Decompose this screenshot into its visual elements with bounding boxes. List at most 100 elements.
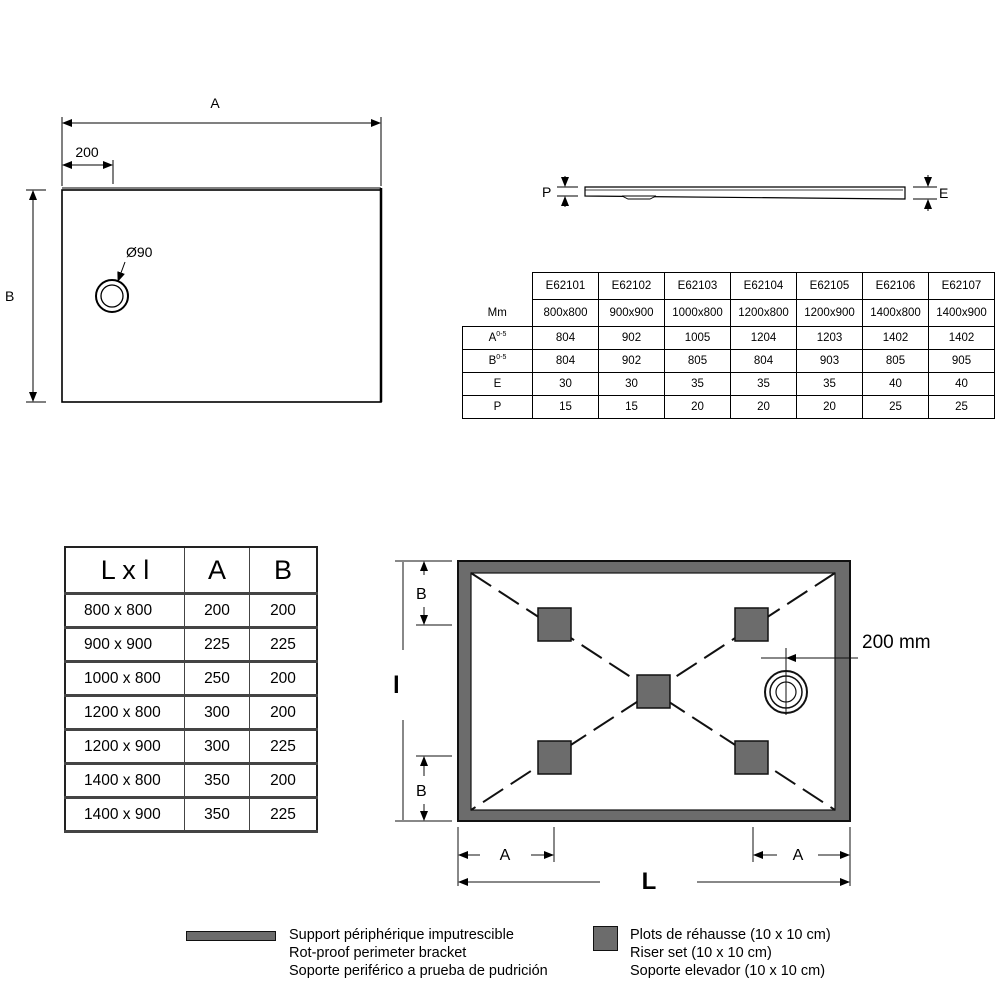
table-cell: 1400x800: [862, 299, 929, 327]
table-cell: 200: [249, 695, 318, 731]
table-row: 1200 x 800 300 200: [64, 695, 318, 731]
table-cell: 40: [862, 372, 929, 396]
row-label: P: [462, 395, 533, 419]
legend-riser-text: Plots de réhausse (10 x 10 cm) Riser set…: [630, 926, 831, 980]
table-cell: 30: [532, 372, 599, 396]
table-cell: 15: [532, 395, 599, 419]
frame-plan-view: 200 mm l B B A A L: [393, 560, 931, 895]
profile-label-e: E: [939, 185, 948, 201]
riser-pad: [636, 674, 671, 709]
table-cell: 1200x900: [796, 299, 863, 327]
tolerance-bottom: -5: [500, 354, 507, 362]
legend-line: Soporte elevador (10 x 10 cm): [630, 963, 826, 979]
profile-label-p: P: [542, 184, 551, 200]
legend-riser-swatch: [593, 926, 618, 951]
table-cell: 200: [249, 661, 318, 697]
table-row: 1400 x 900 350 225: [64, 797, 318, 833]
table-cell: 805: [862, 349, 929, 373]
riser-pad: [734, 607, 769, 642]
table-cell: 225: [249, 729, 318, 765]
table-row: 800 x 800 200 200: [64, 593, 318, 629]
table-row: A0-5 804 902 1005 1204 1203 1402 1402: [462, 326, 995, 350]
table-cell: 20: [730, 395, 797, 419]
tray-plan-view: A 200 B Ø90: [5, 95, 383, 403]
table-cell: 1400 x 900: [64, 797, 185, 833]
table-cell: 40: [928, 372, 995, 396]
table-cell: 200: [249, 593, 318, 629]
table-cell: 35: [730, 372, 797, 396]
table-cell: 905: [928, 349, 995, 373]
table-cell: 225: [249, 797, 318, 833]
table-cell: 30: [598, 372, 665, 396]
table-cell: 900 x 900: [64, 627, 185, 663]
table-cell: 350: [184, 797, 250, 833]
drain-icon: [95, 279, 129, 313]
legend-bracket-swatch: [186, 931, 276, 941]
drain-diameter-label: Ø90: [126, 244, 153, 260]
table-row: 1400 x 800 350 200: [64, 763, 318, 799]
table-cell: 300: [184, 695, 250, 731]
riser-pad: [734, 740, 769, 775]
table-header-cell: E62102: [598, 272, 665, 300]
table-cell: 804: [730, 349, 797, 373]
table-cell: 800x800: [532, 299, 599, 327]
riser-pad: [537, 607, 572, 642]
table-cell: 804: [532, 326, 599, 350]
table-header-cell: E62101: [532, 272, 599, 300]
legend-line: Rot-proof perimeter bracket: [289, 945, 467, 961]
row-label: B0-5: [462, 349, 533, 373]
table-header-cell: B: [249, 546, 318, 595]
table-cell: 902: [598, 326, 665, 350]
table-cell: 1200x800: [730, 299, 797, 327]
table-row: B0-5 804 902 805 804 903 805 905: [462, 349, 995, 373]
table-cell: 1005: [664, 326, 731, 350]
table-cell: 805: [664, 349, 731, 373]
table-cell: 1000x800: [664, 299, 731, 327]
riser-pad: [537, 740, 572, 775]
table-cell: 903: [796, 349, 863, 373]
table-row: E 30 30 35 35 35 40 40: [462, 372, 995, 396]
table-row: 1200 x 900 300 225: [64, 729, 318, 765]
table-header-cell: E62105: [796, 272, 863, 300]
dimension-label-l-small: l: [393, 672, 400, 699]
table-row: 900 x 900 225 225: [64, 627, 318, 663]
legend-bracket-text: Support périphérique imputrescible Rot-p…: [289, 926, 548, 980]
table-cell: 15: [598, 395, 665, 419]
table-cell: 1200 x 900: [64, 729, 185, 765]
table-cell: 902: [598, 349, 665, 373]
table-header-cell: E62107: [928, 272, 995, 300]
row-label: Mm: [487, 306, 507, 319]
table-cell: 350: [184, 763, 250, 799]
tolerance-top: 0: [496, 354, 501, 362]
table-cell: 25: [862, 395, 929, 419]
table-header-cell: L x l: [64, 546, 185, 595]
table-row: 1000 x 800 250 200: [64, 661, 318, 697]
tray-profile-view: P E: [542, 175, 948, 211]
table-cell: 1203: [796, 326, 863, 350]
table-cell: 300: [184, 729, 250, 765]
tolerance-bottom: -5: [500, 331, 507, 339]
table-cell: 35: [664, 372, 731, 396]
table-cell: 225: [249, 627, 318, 663]
table-row: L x l A B: [64, 546, 318, 595]
drain-offset-label: 200 mm: [862, 632, 931, 653]
dimension-label-a: A: [210, 95, 220, 111]
table-cell: 1400x900: [928, 299, 995, 327]
dimension-label-l: L: [642, 868, 657, 895]
table-cell: 900x900: [598, 299, 665, 327]
table-row: Mm 800x800 900x900 1000x800 1200x800 120…: [463, 299, 995, 327]
legend-line: Riser set (10 x 10 cm): [630, 945, 772, 961]
table-cell: 200: [249, 763, 318, 799]
table-header-cell: E62104: [730, 272, 797, 300]
table-row: E62101 E62102 E62103 E62104 E62105 E6210…: [463, 272, 995, 300]
table-cell: 1402: [862, 326, 929, 350]
dimension-label-a-left: A: [500, 847, 511, 864]
table-cell: 20: [664, 395, 731, 419]
table-cell: 1200 x 800: [64, 695, 185, 731]
spec-table: E62101 E62102 E62103 E62104 E62105 E6210…: [462, 272, 995, 419]
table-header-cell: E62106: [862, 272, 929, 300]
legend-line: Soporte periférico a prueba de pudrición: [289, 963, 548, 979]
tolerance-top: 0: [496, 331, 501, 339]
dimension-label-b-bottom: B: [416, 783, 427, 800]
